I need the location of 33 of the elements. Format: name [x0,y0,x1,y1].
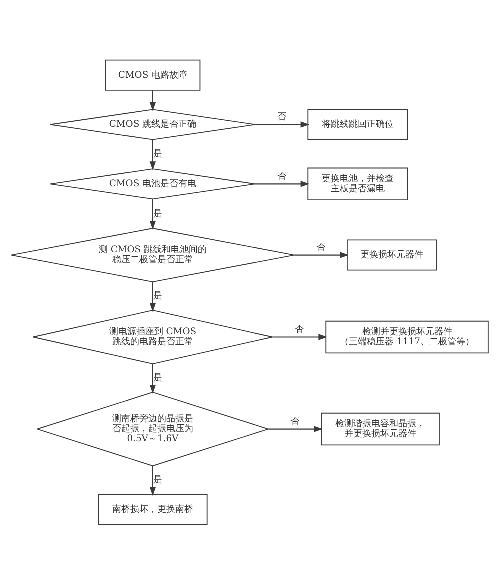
edge-label: 是 [153,208,162,220]
edge-label: 是 [153,290,162,302]
node-box: 更换电池，并检查主板是否漏电 [308,167,408,200]
node-box: CMOS 电路故障 [105,59,201,90]
node-diamond: 测南桥旁边的晶振是否起振，起振电压为 0.5V～1.6V [36,391,270,466]
edge-label: 否 [290,416,300,427]
node-diamond: CMOS 电池是否有电 [50,168,256,200]
node-box: 更换损坏元器件 [347,239,438,270]
arrow [150,198,156,230]
node-box: 将跳线跳回正确位 [308,108,408,140]
edge-label: 否 [277,170,286,182]
edge-label: 否 [294,324,304,335]
edge-label: 否 [316,242,326,253]
edge-label: 否 [277,111,286,122]
edge-label: 是 [153,372,162,384]
arrow [150,90,156,111]
arrow [150,282,156,312]
arrow [272,334,328,340]
arrow [268,426,323,432]
node-box: 检测并更换损坏元器件（三端稳压器 1117、二极管等） [326,320,489,354]
node-box: 南桥损坏，更换南桥 [98,494,208,525]
node-diamond: 测 CMOS 跳线和电池间的稳压二极管是否正常 [11,228,295,282]
arrow [255,121,310,128]
arrow [150,139,156,170]
node-box: 检测谐振电容和晶振，并更换损坏元器件 [321,412,440,446]
arrow [294,252,350,258]
node-diamond: 测电源插座到 CMOS 跳线的电路是否正常 [32,310,274,364]
edge-label: 是 [153,148,162,159]
node-diamond: CMOS 跳线是否正确 [50,108,256,140]
edge-label: 是 [153,474,162,486]
arrow [150,364,156,394]
arrow [150,466,156,496]
arrow [255,180,310,187]
